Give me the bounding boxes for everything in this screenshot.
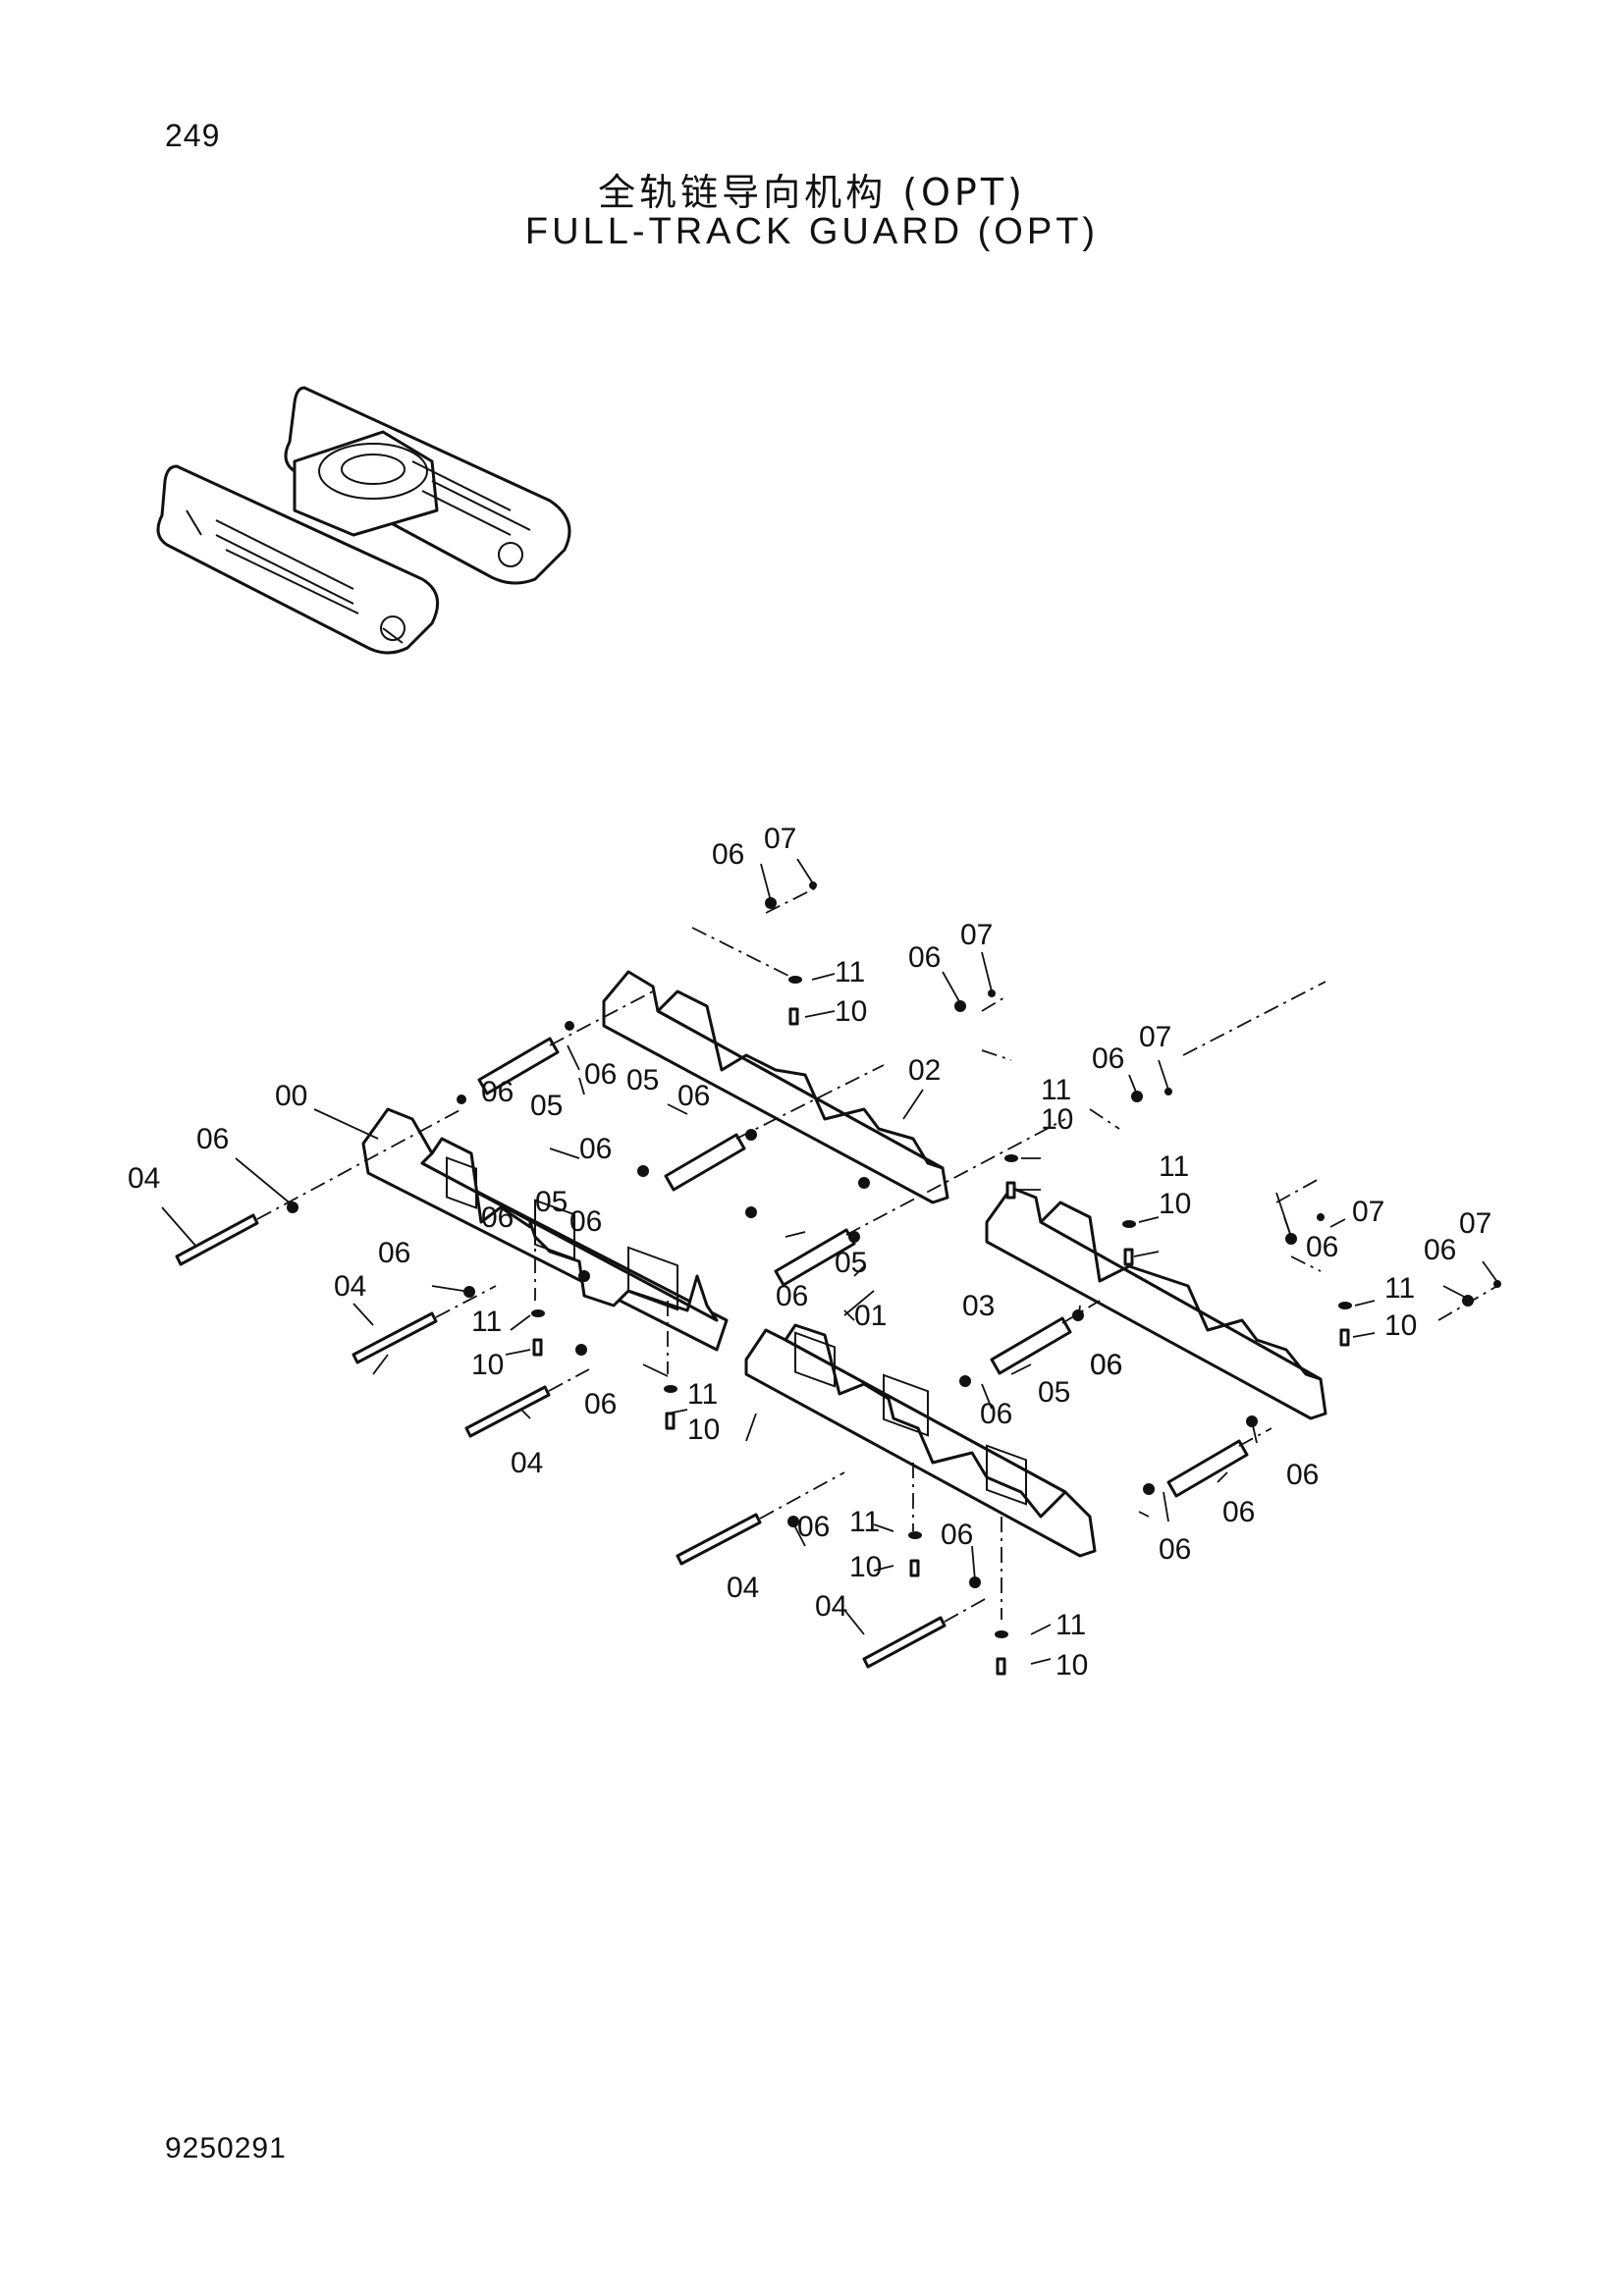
callout-label: 05 (835, 1247, 867, 1279)
page-number: 249 (165, 118, 221, 153)
callout-label: 05 (535, 1186, 568, 1218)
diagram-title-english: FULL-TRACK GUARD (OPT) (524, 211, 1100, 252)
callout-label: 06 (481, 1076, 514, 1108)
callout-label: 06 (1159, 1533, 1191, 1566)
callout-label: 06 (908, 941, 941, 974)
callout-label: 10 (835, 995, 867, 1028)
callout-label: 11 (835, 956, 865, 988)
callout-label: 04 (128, 1162, 160, 1195)
track-guard-part-01 (744, 1323, 1097, 1558)
callout-label: 06 (1092, 1042, 1124, 1075)
callout-label: 03 (962, 1290, 995, 1322)
callout-label: 11 (1041, 1074, 1071, 1106)
callout-label: 10 (687, 1414, 720, 1446)
callout-label: 11 (1384, 1272, 1415, 1305)
track-guard-part-02 (602, 970, 949, 1204)
track-guard-part-03 (985, 1186, 1327, 1420)
callout-label: 06 (1090, 1349, 1122, 1381)
callout-label: 06 (584, 1058, 617, 1091)
callout-label: 07 (1139, 1021, 1171, 1053)
callout-label: 01 (854, 1300, 887, 1332)
fasteners (287, 881, 1501, 1676)
callout-label: 11 (1159, 1150, 1189, 1183)
callout-label: 04 (511, 1447, 543, 1479)
callout-label: 06 (980, 1398, 1012, 1430)
callout-label: 06 (677, 1080, 710, 1112)
callout-labels: 07 06 11 10 07 06 00 06 04 05 06 02 06 0… (128, 823, 1491, 1682)
callout-label: 04 (727, 1572, 759, 1604)
callout-label: 10 (1159, 1188, 1191, 1220)
callout-label: 07 (1459, 1207, 1491, 1240)
callout-label: 11 (1056, 1609, 1086, 1641)
callout-label: 10 (1041, 1103, 1073, 1136)
callout-label: 11 (849, 1506, 880, 1538)
undercarriage-overview-sketch (156, 386, 571, 655)
callout-label: 05 (1038, 1376, 1070, 1409)
callout-label: 06 (1424, 1234, 1456, 1266)
track-guard-part-00 (361, 1107, 729, 1352)
diagram-title-chinese: 全轨链导向机构 (OPT) (598, 171, 1026, 214)
pins-and-spacers (175, 1037, 1249, 1669)
callout-label: 06 (776, 1280, 808, 1312)
callout-label: 06 (196, 1123, 229, 1155)
callout-label: 04 (334, 1270, 366, 1303)
callout-label: 06 (481, 1201, 514, 1234)
callout-label: 07 (960, 919, 993, 951)
callout-label: 11 (687, 1378, 718, 1411)
callout-label: 10 (471, 1349, 504, 1381)
callout-label: 06 (712, 838, 744, 871)
callout-label: 07 (1352, 1196, 1384, 1228)
callout-label: 10 (1384, 1309, 1417, 1342)
document-number: 9250291 (165, 2132, 287, 2164)
callout-label: 06 (1286, 1459, 1319, 1491)
callout-label: 06 (797, 1511, 830, 1543)
callout-label: 06 (584, 1388, 617, 1420)
callout-leader-lines (161, 858, 1498, 1665)
callout-label: 00 (275, 1080, 307, 1112)
callout-label: 07 (764, 823, 796, 855)
callout-label: 05 (530, 1090, 563, 1122)
callout-label: 06 (569, 1205, 602, 1238)
callout-label: 10 (1056, 1649, 1088, 1682)
callout-label: 06 (378, 1237, 410, 1269)
callout-label: 11 (471, 1306, 502, 1338)
callout-label: 02 (908, 1054, 941, 1087)
callout-label: 10 (849, 1551, 882, 1583)
assembly-axis-lines (256, 887, 1498, 1623)
callout-label: 06 (1090, 1349, 1122, 1381)
callout-label: 06 (1222, 1496, 1255, 1528)
callout-label: 06 (579, 1133, 612, 1165)
callout-label: 06 (941, 1519, 973, 1551)
callout-label: 04 (815, 1590, 847, 1623)
callout-label: 06 (1306, 1231, 1338, 1263)
callout-label: 05 (626, 1064, 659, 1096)
